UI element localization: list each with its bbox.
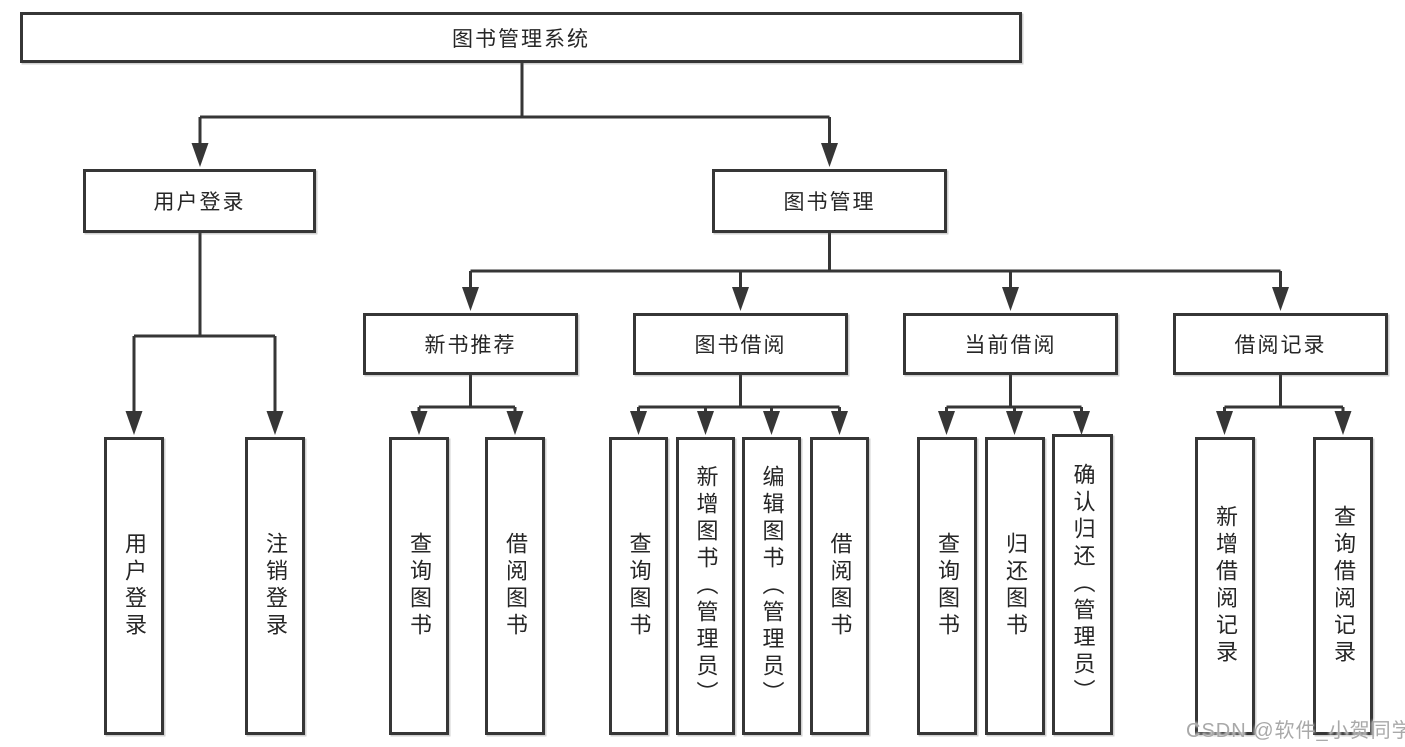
watermark-text: CSDN @软件_小贺同学 <box>1186 720 1405 742</box>
leaf-recommend-borrow-books-label: 借阅图书 <box>503 532 528 640</box>
leaf-query-borrow-record-label: 查询借阅记录 <box>1331 505 1356 667</box>
node-borrowing-records: 借阅记录 <box>1173 313 1388 375</box>
leaf-confirm-return-admin: 确认归还（管理员） <box>1052 434 1113 735</box>
node-user-login: 用户登录 <box>83 169 316 233</box>
connector-new-book-recommend-to-leaves <box>410 375 524 435</box>
leaf-add-books-admin: 新增图书（管理员） <box>676 437 735 735</box>
leaf-return-books: 归还图书 <box>985 437 1045 735</box>
leaf-user-login-label: 用户登录 <box>122 532 147 640</box>
node-current-borrowing: 当前借阅 <box>903 313 1118 375</box>
connector-root-to-branches <box>191 63 838 167</box>
node-current-borrowing-label: 当前借阅 <box>964 334 1057 357</box>
leaf-user-login: 用户登录 <box>104 437 164 735</box>
leaf-borrowing-query-books: 查询图书 <box>609 437 668 735</box>
leaf-add-borrow-record-label: 新增借阅记录 <box>1213 505 1238 667</box>
leaf-edit-books-admin: 编辑图书（管理员） <box>742 437 801 735</box>
leaf-borrowing-borrow-books: 借阅图书 <box>810 437 869 735</box>
leaf-add-books-admin-label: 新增图书（管理员） <box>693 464 719 708</box>
node-book-management-label: 图书管理 <box>783 191 876 214</box>
leaf-recommend-query-books: 查询图书 <box>389 437 449 735</box>
connector-book-management-to-subbranches <box>462 233 1289 311</box>
node-borrowing-records-label: 借阅记录 <box>1234 334 1327 357</box>
leaf-add-borrow-record: 新增借阅记录 <box>1195 437 1255 735</box>
leaf-current-query-books: 查询图书 <box>917 437 977 735</box>
leaf-confirm-return-admin-label: 确认归还（管理员） <box>1070 463 1096 706</box>
node-new-book-recommend: 新书推荐 <box>363 313 578 375</box>
leaf-current-query-books-label: 查询图书 <box>935 532 960 640</box>
leaf-logout-label: 注销登录 <box>263 532 288 640</box>
leaf-recommend-borrow-books: 借阅图书 <box>485 437 545 735</box>
leaf-borrowing-borrow-books-label: 借阅图书 <box>827 532 853 640</box>
node-user-login-label: 用户登录 <box>153 191 246 214</box>
node-root-label: 图书管理系统 <box>452 27 590 51</box>
leaf-borrowing-query-books-label: 查询图书 <box>626 532 652 640</box>
leaf-logout: 注销登录 <box>245 437 305 735</box>
node-root: 图书管理系统 <box>20 12 1022 63</box>
connector-book-borrowing-to-leaves <box>630 375 848 435</box>
node-book-management: 图书管理 <box>712 169 947 233</box>
node-book-borrowing-label: 图书借阅 <box>694 334 787 357</box>
connector-current-borrowing-to-leaves <box>938 375 1090 435</box>
leaf-query-borrow-record: 查询借阅记录 <box>1313 437 1373 735</box>
node-book-borrowing: 图书借阅 <box>633 313 848 375</box>
leaf-return-books-label: 归还图书 <box>1003 532 1028 640</box>
node-new-book-recommend-label: 新书推荐 <box>424 334 517 357</box>
connector-borrowing-records-to-leaves <box>1216 375 1352 435</box>
leaf-recommend-query-books-label: 查询图书 <box>407 532 432 640</box>
connector-user-login-to-leaves <box>125 233 284 435</box>
leaf-edit-books-admin-label: 编辑图书（管理员） <box>759 464 785 708</box>
